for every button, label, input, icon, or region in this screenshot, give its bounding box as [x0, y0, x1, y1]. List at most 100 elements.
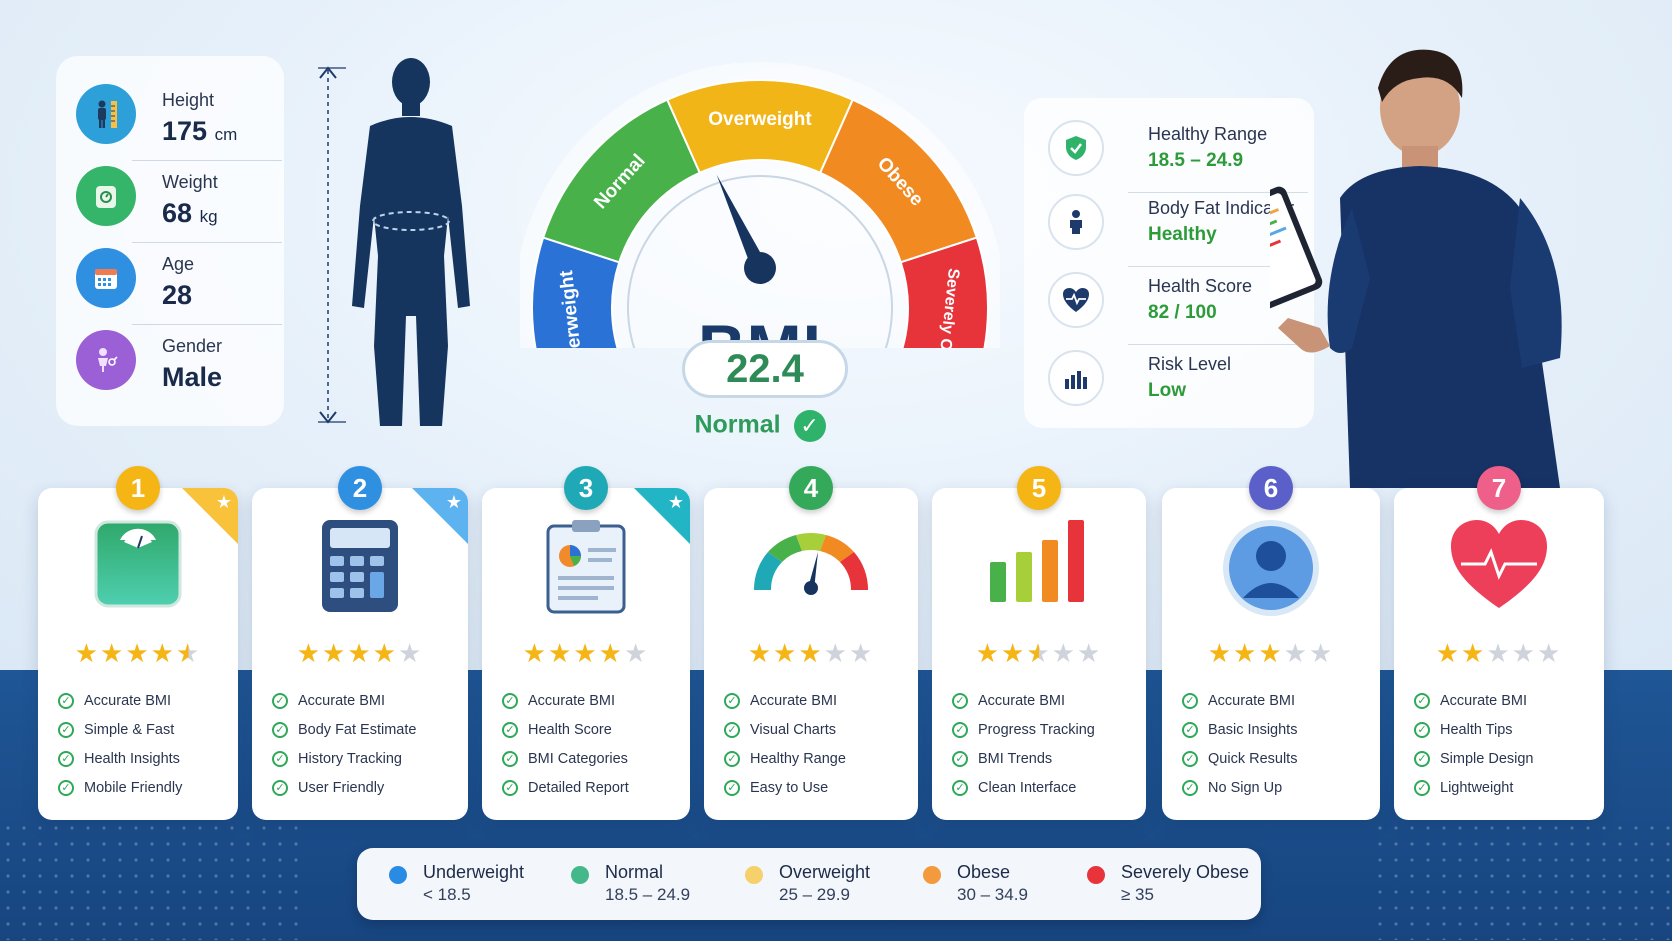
check-circle-icon: ✓	[58, 721, 74, 738]
feature-label: Accurate BMI	[84, 692, 172, 709]
star-rating: ★★★★★	[704, 638, 918, 669]
star-icon: ★	[1486, 638, 1512, 668]
feature-item: ✓Lightweight	[1414, 773, 1534, 802]
star-rating: ★★★★★	[38, 638, 238, 669]
card-1[interactable]: ★★★★★★✓Accurate BMI✓Simple & Fast✓Health…	[38, 488, 238, 820]
check-circle-icon: ✓	[724, 750, 740, 767]
feature-label: Healthy Range	[750, 750, 846, 767]
feature-item: ✓History Tracking	[272, 744, 416, 773]
gauge-needle-hub	[744, 252, 776, 284]
check-circle-icon: ✓	[952, 721, 968, 738]
feature-item: ✓Quick Results	[1182, 744, 1297, 773]
user-icon	[1162, 518, 1380, 628]
card-3[interactable]: ★★★★★★✓Accurate BMI✓Health Score✓BMI Cat…	[482, 488, 690, 820]
card-2[interactable]: ★★★★★★✓Accurate BMI✓Body Fat Estimate✓Hi…	[252, 488, 468, 820]
card-7[interactable]: ★★★★★✓Accurate BMI✓Health Tips✓Simple De…	[1394, 488, 1604, 820]
star-icon: ★	[823, 638, 849, 668]
star-icon: ★	[598, 638, 624, 668]
decorative-dots-left	[0, 820, 300, 940]
gender-icon	[76, 330, 136, 390]
clipboard-report-icon	[482, 518, 690, 628]
check-circle-icon: ✓	[502, 721, 518, 738]
gauge-inner-arc	[627, 175, 893, 375]
star-icon: ★	[1308, 638, 1335, 668]
star-icon: ★	[74, 638, 101, 668]
check-circle-icon: ✓	[724, 692, 740, 709]
feature-label: Health Tips	[1440, 721, 1513, 738]
gauge-segment-label: Overweight	[708, 109, 812, 130]
check-circle-icon: ✓	[502, 750, 518, 767]
stat-age: Age 28	[76, 238, 282, 325]
shield-check-icon	[1048, 120, 1104, 176]
info-body-fat: Body Fat Indicator Healthy	[1048, 186, 1308, 267]
feature-list: ✓Accurate BMI✓Progress Tracking✓BMI Tren…	[952, 686, 1095, 802]
feature-item: ✓Visual Charts	[724, 715, 846, 744]
check-circle-icon: ✓	[58, 692, 74, 709]
card-6[interactable]: ★★★★★✓Accurate BMI✓Basic Insights✓Quick …	[1162, 488, 1380, 820]
legend-range: ≥ 35	[1121, 885, 1154, 904]
feature-label: Progress Tracking	[978, 721, 1095, 738]
legend-dot	[1087, 866, 1105, 884]
legend-dot	[923, 866, 941, 884]
gauge-needle	[716, 174, 768, 271]
star-icon: ★	[296, 638, 323, 668]
feature-item: ✓Accurate BMI	[952, 686, 1095, 715]
star-icon: ★	[623, 638, 650, 668]
feature-list: ✓Accurate BMI✓Basic Insights✓Quick Resul…	[1182, 686, 1297, 802]
check-circle-icon: ✓	[952, 779, 968, 796]
legend-range: 18.5 – 24.9	[605, 885, 691, 904]
gauge-icon	[704, 518, 918, 628]
star-icon: ★	[747, 638, 774, 668]
stat-label: Age	[162, 254, 195, 274]
check-circle-icon: ✓	[1414, 721, 1430, 738]
star-icon: ★	[667, 492, 684, 512]
star-icon: ★	[1258, 638, 1284, 668]
star-icon: ★	[1051, 638, 1077, 668]
feature-item: ✓ Health Tips	[1414, 715, 1534, 744]
star-half-icon: ★	[175, 638, 202, 668]
star-icon: ★	[548, 638, 574, 668]
feature-label: Accurate BMI	[528, 692, 616, 709]
legend-dot	[389, 866, 407, 884]
feature-label: Mobile Friendly	[84, 779, 183, 796]
card-number-badge: 5	[1017, 466, 1061, 510]
star-rating: ★★★★★	[482, 638, 690, 669]
stat-value: 175 cm	[162, 116, 238, 146]
feature-item: ✓No Sign Up	[1182, 773, 1297, 802]
feature-label: Detailed Report	[528, 779, 629, 796]
feature-label: Accurate BMI	[1440, 692, 1528, 709]
card-number-badge: 4	[789, 466, 833, 510]
feature-item: ✓Accurate BMI	[1182, 686, 1297, 715]
user-stats-panel: Height 175 cm Weight 68 kg Age 28 Gender…	[56, 56, 284, 426]
star-icon: ★	[100, 638, 126, 668]
feature-label: Health Score	[528, 721, 612, 738]
star-icon: ★	[397, 638, 424, 668]
check-circle-icon: ✓	[1414, 779, 1430, 796]
info-healthy-range: Healthy Range 18.5 – 24.9	[1048, 112, 1308, 193]
stat-gender: Gender Male	[76, 320, 276, 400]
feature-item: ✓ Accurate BMI	[58, 686, 182, 715]
bar-chart-icon	[1048, 350, 1104, 406]
legend-name: Severely Obese	[1121, 862, 1250, 882]
check-circle-icon: ✓	[272, 750, 288, 767]
star-icon: ★	[1076, 638, 1103, 668]
feature-item: ✓ Progress Tracking	[952, 715, 1095, 744]
feature-list: ✓Accurate BMI✓Visual Charts✓Healthy Rang…	[724, 686, 846, 802]
feature-item: ✓Simple Design	[1414, 744, 1534, 773]
feature-label: Easy to Use	[750, 779, 829, 796]
feature-label: No Sign Up	[1208, 779, 1283, 796]
star-icon: ★	[848, 638, 875, 668]
divider	[1128, 266, 1308, 267]
feature-label: Body Fat Estimate	[298, 721, 417, 738]
check-circle-icon: ✓	[272, 692, 288, 709]
check-circle-icon: ✓	[1182, 692, 1198, 709]
check-circle-icon: ✓	[952, 692, 968, 709]
card-5[interactable]: ★★★★★✓Accurate BMI✓Progress Tracking✓BMI…	[932, 488, 1146, 820]
feature-item: ✓Easy to Use	[724, 773, 846, 802]
card-corner-ribbon	[634, 488, 690, 544]
card-4[interactable]: ★★★★★✓Accurate BMI✓Visual Charts✓Healthy…	[704, 488, 918, 820]
decorative-dots-right	[1372, 820, 1672, 940]
stat-value: 68 kg	[162, 198, 218, 228]
scale-icon	[76, 166, 136, 226]
body-silhouette	[318, 58, 470, 426]
